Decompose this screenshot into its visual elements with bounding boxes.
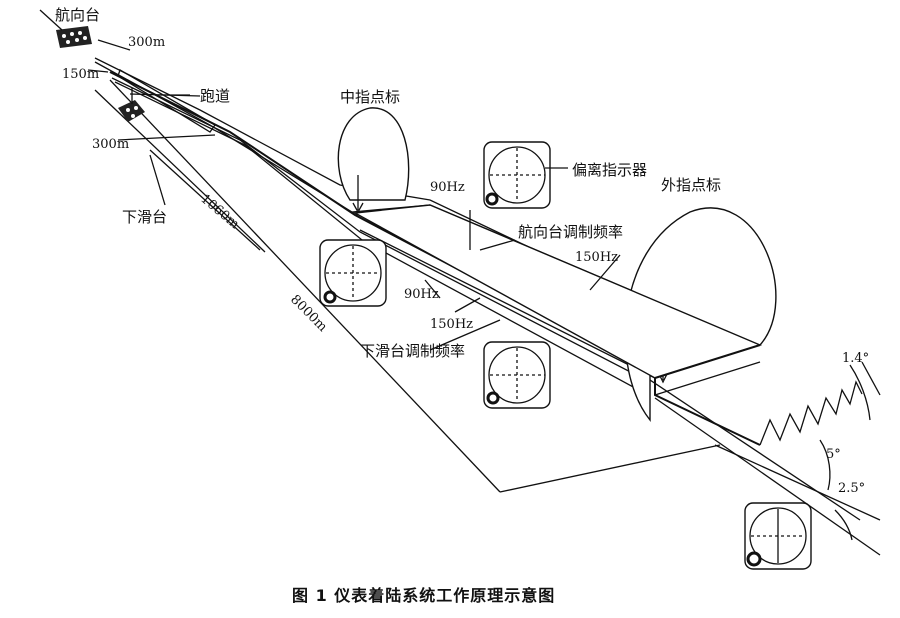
localizer-antenna bbox=[39, 9, 92, 48]
freq-loc-90: 90Hz bbox=[430, 180, 465, 195]
localizer-mod-freq-label: 航向台调制频率 bbox=[518, 223, 623, 241]
middle-marker-lobe bbox=[337, 107, 410, 214]
runway-label: 跑道 bbox=[200, 87, 230, 105]
dim-300-bottom: 300m bbox=[92, 137, 129, 152]
glideslope-mod-freq-label: 下滑台调制频率 bbox=[360, 342, 465, 360]
angle-azimuth: 5° bbox=[826, 447, 841, 462]
angle-glide: 2.5° bbox=[838, 481, 865, 496]
angle-marks bbox=[819, 361, 881, 541]
instrument-dial-outer bbox=[744, 502, 812, 570]
freq-gs-90: 90Hz bbox=[404, 287, 439, 302]
outer-marker-label: 外指点标 bbox=[661, 176, 721, 194]
dim-150: 150m bbox=[62, 67, 99, 82]
figure-caption: 图 1 仪表着陆系统工作原理示意图 bbox=[292, 586, 555, 605]
middle-marker-label: 中指点标 bbox=[340, 88, 400, 106]
glideslope-antenna bbox=[118, 88, 201, 122]
instrument-dial-glideslope bbox=[483, 341, 551, 409]
instrument-dial-middle bbox=[483, 141, 551, 209]
instrument-dial-runway bbox=[319, 239, 387, 307]
glideslope-label: 下滑台 bbox=[122, 208, 167, 226]
deviation-indicator-label: 偏离指示器 bbox=[572, 161, 647, 179]
leader-lines bbox=[424, 167, 621, 351]
dim-300-top: 300m bbox=[128, 35, 165, 50]
localizer-label: 航向台 bbox=[55, 6, 100, 24]
freq-loc-150: 150Hz bbox=[575, 250, 618, 265]
beam-band bbox=[352, 204, 863, 446]
freq-gs-150: 150Hz bbox=[430, 317, 473, 332]
dimension-lines bbox=[87, 39, 261, 251]
angle-width: 1.4° bbox=[842, 351, 869, 366]
